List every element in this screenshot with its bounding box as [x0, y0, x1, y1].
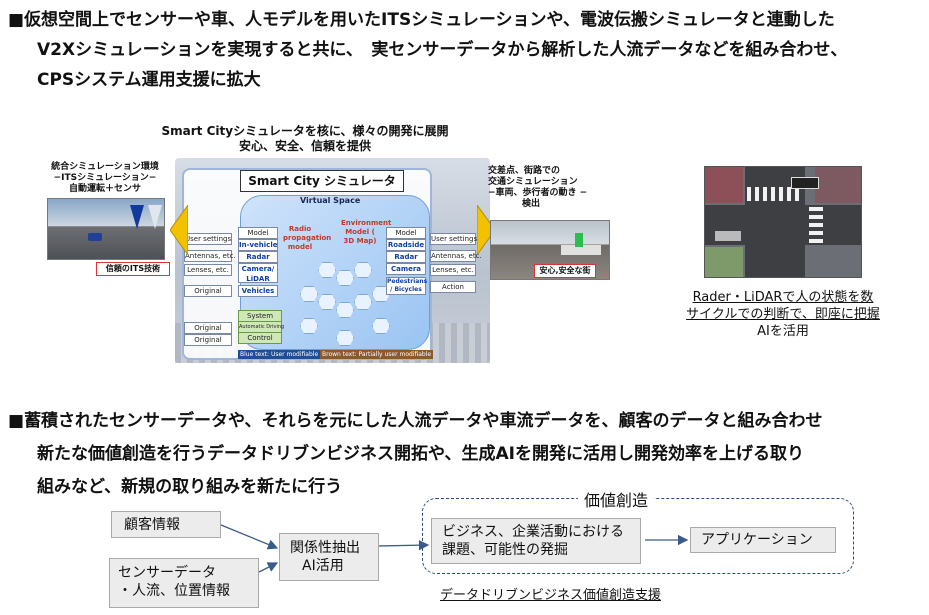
lidar-line2: サイクルでの判断で、即座に把握	[686, 307, 880, 322]
arrow-sensor-to-extract	[258, 562, 279, 573]
figure-title-1: Smart Cityシミュレータを核に、様々の開発に展開	[161, 124, 449, 138]
lidar-line1: Rader・LiDARで人の状態を数	[692, 290, 874, 305]
left-module-control: Control	[238, 332, 282, 344]
left-input-original-3: Original	[184, 334, 232, 346]
right-caption-line2: 交通シミュレーション	[488, 177, 578, 187]
section2-heading-line1: ■蓄積されたセンサーデータや、それらを元にした人流データや車流データを、顧客のデ…	[8, 407, 823, 435]
hex-cell	[318, 294, 336, 310]
left-yellow-arrow	[170, 205, 188, 255]
section1-heading-line1: ■仮想空間上でセンサーや車、人モデルを用いたITSシミュレーションや、電波伝搬シ…	[8, 6, 835, 34]
sensor-line1: センサーデータ	[118, 565, 216, 581]
its-trust-badge: 信頼のITS技術	[96, 262, 170, 276]
safe-city-badge: 安心,安全な街	[534, 264, 596, 278]
hex-cell	[300, 318, 318, 334]
left-module-vehicles: Vehicles	[238, 285, 278, 297]
left-module-model: Model	[238, 227, 278, 239]
right-input-user-settings: User settings	[430, 233, 478, 245]
right-caption: 交差点、街路での 交通シミュレーション −車両、歩行者の動き − 検出	[488, 166, 587, 210]
section1-heading-line3: CPSシステム運用支援に拡大	[37, 70, 261, 90]
business-line2: 課題、可能性の発掘	[442, 542, 568, 558]
its-simulation-image	[47, 198, 165, 260]
right-input-antennas: Antennas, etc.	[430, 250, 482, 262]
right-caption-line3: −車両、歩行者の動き −	[488, 188, 588, 198]
left-caption-line2: −ITSシミュレーション−	[53, 173, 157, 183]
right-module-pedestrians: Pedestrians / Bicycles	[386, 277, 428, 295]
hex-cell	[318, 262, 336, 278]
right-module-camera: Camera	[386, 263, 426, 275]
left-caption-line1: 統合シミュレーション環境	[51, 162, 159, 172]
sensor-line2: ・人流、位置情報	[118, 583, 230, 599]
hex-cell	[336, 330, 354, 346]
hex-cell	[354, 294, 372, 310]
lidar-description: Rader・LiDARで人の状態を数 サイクルでの判断で、即座に把握 AIを活用	[664, 289, 902, 340]
lidar-line3: AIを活用	[757, 324, 809, 339]
environment-model-label: Environment Model ( 3D Map)	[341, 219, 392, 245]
section2-heading-line2: 新たな価値創造を行うデータドリブンビジネス開拓や、生成AIを開発に活用し開発効率…	[37, 444, 804, 464]
hex-cell	[336, 302, 354, 318]
hex-cell	[336, 270, 354, 286]
legend-blue-text: Blue text: User modifiable	[238, 350, 321, 359]
left-module-in-vehicle: In-vehicle	[238, 239, 278, 251]
legend-brown-text: Brown text: Partially user modifiable	[320, 350, 434, 359]
value-creation-title: 価値創造	[578, 487, 655, 511]
lidar-intersection-image	[704, 166, 862, 278]
left-input-original-1: Original	[184, 285, 232, 297]
arrow-customer-to-extract	[220, 524, 279, 550]
right-caption-line4: 検出	[522, 199, 541, 209]
right-caption-line1: 交差点、街路での	[488, 166, 561, 176]
section2-marker: ■	[8, 411, 25, 431]
right-module-roadside: Roadside	[386, 239, 426, 251]
right-input-action: Action	[430, 281, 476, 293]
business-discovery-box: ビジネス、企業活動における 課題、可能性の発掘	[431, 518, 641, 564]
extract-line1: 関係性抽出	[290, 540, 360, 556]
right-yellow-arrow	[477, 205, 495, 255]
radio-propagation-model-label: Radio propagation model	[283, 225, 332, 251]
section2-heading-line3: 組みなど、新規の取り組みを新たに行う	[37, 477, 343, 497]
section1-line1-text: 仮想空間上でセンサーや車、人モデルを用いたITSシミュレーションや、電波伝搬シミ…	[24, 10, 835, 30]
data-driven-support-label: データドリブンビジネス価値創造支援	[440, 588, 662, 603]
arrow-extract-to-business	[378, 539, 430, 551]
left-caption: 統合シミュレーション環境 −ITSシミュレーション− 自動運転＋センサ	[40, 162, 170, 195]
left-input-antennas: Antennas, etc.	[184, 250, 236, 262]
virtual-space-title: Virtual Space	[300, 196, 361, 205]
left-input-lenses: Lenses, etc.	[184, 264, 232, 276]
section1-marker: ■	[8, 10, 25, 30]
customer-info-box: 顧客情報	[111, 511, 221, 538]
left-module-radar: Radar	[238, 251, 278, 263]
sensor-data-box: センサーデータ ・人流、位置情報	[109, 558, 259, 608]
left-module-camera-lidar: Camera/ LiDAR	[238, 263, 278, 283]
business-line1: ビジネス、企業活動における	[442, 524, 624, 540]
left-input-original-2: Original	[184, 322, 232, 334]
relation-extraction-box: 関係性抽出 AI活用	[279, 533, 379, 581]
section1-heading-line2: V2Xシミュレーションを実現すると共に、 実センサーデータから解析した人流データ…	[37, 40, 848, 60]
left-caption-line3: 自動運転＋センサ	[68, 184, 141, 194]
hex-cell	[372, 318, 390, 334]
section2-line1-text: 蓄積されたセンサーデータや、それらを元にした人流データや車流データを、顧客のデー…	[24, 411, 823, 431]
hex-cell	[300, 286, 318, 302]
smart-city-simulator-label: Smart City シミュレータ	[240, 170, 404, 192]
extract-line2: AI活用	[302, 558, 344, 574]
hex-cell	[354, 262, 372, 278]
right-input-lenses: Lenses, etc.	[430, 264, 476, 276]
figure-title-2: 安心、安全、信頼を提供	[238, 139, 371, 153]
right-module-radar: Radar	[386, 251, 426, 263]
application-box: アプリケーション	[690, 527, 836, 553]
right-module-model: Model	[386, 227, 426, 239]
